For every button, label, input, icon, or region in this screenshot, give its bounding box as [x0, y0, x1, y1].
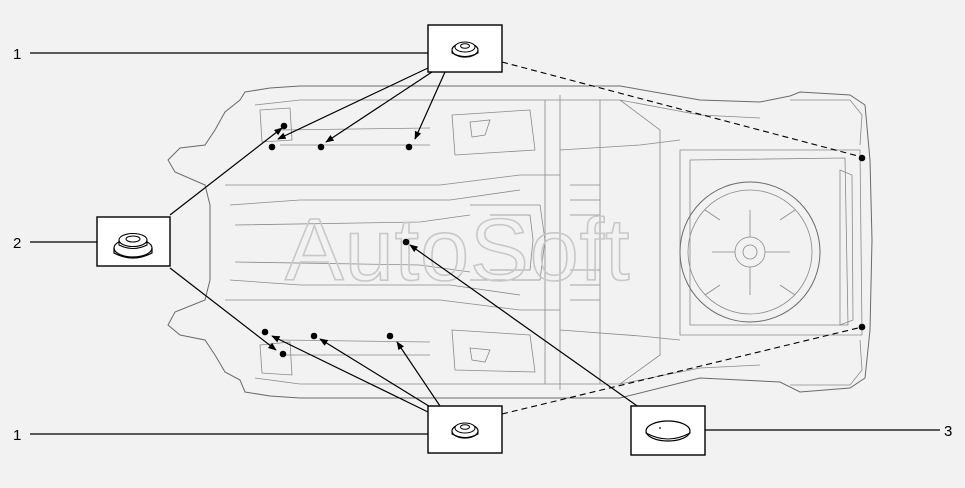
plug-cap-icon — [645, 420, 691, 442]
grommet-large-icon — [113, 232, 153, 259]
part-box-grommet-top — [427, 24, 503, 73]
vehicle-underbody — [167, 85, 873, 399]
part-box-plug-cap — [630, 405, 706, 456]
part-box-grommet-large — [96, 216, 171, 267]
mount-point — [279, 350, 287, 358]
mount-point — [405, 143, 413, 151]
mounting-points — [261, 122, 866, 358]
mount-point — [402, 238, 410, 246]
watermark: AutoSoft — [285, 200, 631, 299]
callout-number: 1 — [13, 427, 21, 444]
mount-point — [280, 122, 288, 130]
callout-number: 3 — [944, 423, 952, 440]
mount-point — [268, 143, 276, 151]
mount-point — [317, 143, 325, 151]
mount-point — [386, 332, 394, 340]
callout-number: 2 — [13, 235, 21, 252]
leader-lines — [30, 52, 940, 435]
mount-point — [310, 332, 318, 340]
grommet-small-icon — [451, 41, 479, 58]
part-box-grommet-bottom — [427, 405, 503, 454]
callout-number: 1 — [13, 46, 21, 63]
mount-point — [261, 328, 269, 336]
mount-point — [858, 154, 866, 162]
grommet-small-icon — [451, 422, 479, 439]
mount-point — [858, 323, 866, 331]
